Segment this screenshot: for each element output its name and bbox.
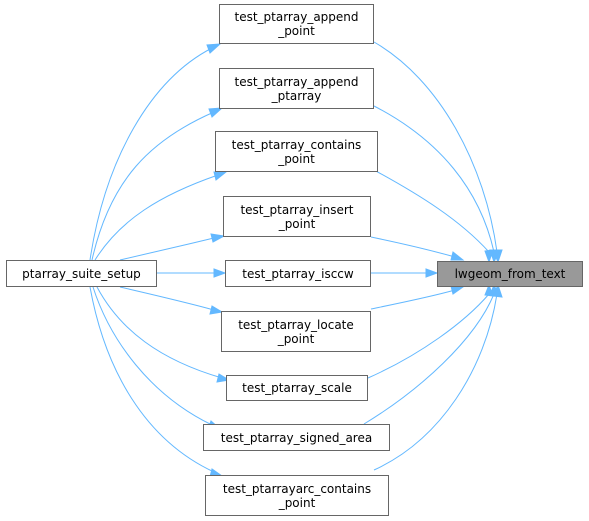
arrowhead-target-bottom-3 [492,283,503,298]
arrowhead-root-contains-point [213,171,228,181]
edge-root-to-append-point [89,47,213,261]
arrowhead-target-insert [450,251,465,261]
edge-contains-point-to-target [373,169,490,253]
node-label-line1: test_ptarray_scale [242,381,352,395]
edge-insert-point-to-target [370,236,456,258]
node-label-line1: test_ptarray_append [234,74,359,89]
node-label-line1: test_ptarray_contains [231,137,362,152]
edge-append-ptarray-to-target [373,105,495,253]
edge-root-to-insert-point [119,236,219,261]
node-lwgeom-from-text: lwgeom_from_text [437,261,583,287]
edge-root-to-signed-area [92,286,213,426]
node-label: ptarray_suite_setup [22,266,141,281]
node-ptarray-suite-setup[interactable]: ptarray_suite_setup [6,260,157,287]
node-test-ptarray-append-ptarray[interactable]: test_ptarray_append _ptarray [219,68,374,109]
node-label-line1: test_ptarray_signed_area [220,430,373,445]
edge-scale-to-target [367,293,490,379]
edge-locate-point-to-target [370,289,456,310]
node-test-ptarray-isccw[interactable]: test_ptarray_isccw [225,260,371,287]
node-test-ptarray-insert-point[interactable]: test_ptarray_insert _point [223,196,371,237]
edge-root-to-arc-contains-point [89,286,215,473]
arrowhead-target-locate [450,285,465,295]
node-test-ptarray-scale[interactable]: test_ptarray_scale [226,375,368,401]
node-test-ptarray-signed-area[interactable]: test_ptarray_signed_area [203,424,390,451]
node-label-line2: _point [278,151,315,166]
node-label-line1: test_ptarray_append [234,10,359,24]
arrowhead-root-insert-point [210,233,226,243]
edge-root-to-locate-point [119,286,215,311]
node-label-line1: test_ptarrayarc_contains [222,481,372,496]
node-label-line1: test_ptarray_isccw [242,266,354,281]
edge-arc-contains-point-to-target [373,293,498,471]
node-label-line1: test_ptarray_insert [240,202,354,217]
arrowhead-root-locate-point [209,305,224,315]
node-label-line2: _point [277,331,315,346]
node-test-ptarray-append-point[interactable]: test_ptarray_append _point [219,4,374,44]
arrowhead-root-isccw [213,268,227,278]
node-label-line2: _point [278,216,316,231]
arrowhead-target-isccw [425,268,439,278]
edge-root-to-scale [96,286,223,379]
node-label-line2: _ptarray [271,88,322,103]
node-label-line2: _point [278,495,316,510]
arrowhead-root-append-ptarray [208,107,224,118]
node-label: lwgeom_from_text [454,267,566,281]
node-label-line2: _point [278,24,315,38]
edge-append-point-to-target [373,41,498,253]
arrowhead-root-append-point [206,43,222,54]
node-test-ptarray-contains-point[interactable]: test_ptarray_contains _point [215,131,378,172]
node-label-line1: test_ptarray_locate [238,317,354,332]
node-test-ptarray-locate-point[interactable]: test_ptarray_locate _point [221,311,371,352]
node-test-ptarrayarc-contains-point[interactable]: test_ptarrayarc_contains _point [205,475,389,516]
edge-root-to-append-ptarray [91,111,215,261]
edge-signed-area-to-target [363,293,495,425]
arrowhead-target-top-3 [484,249,494,264]
edge-root-to-contains-point [94,174,219,261]
